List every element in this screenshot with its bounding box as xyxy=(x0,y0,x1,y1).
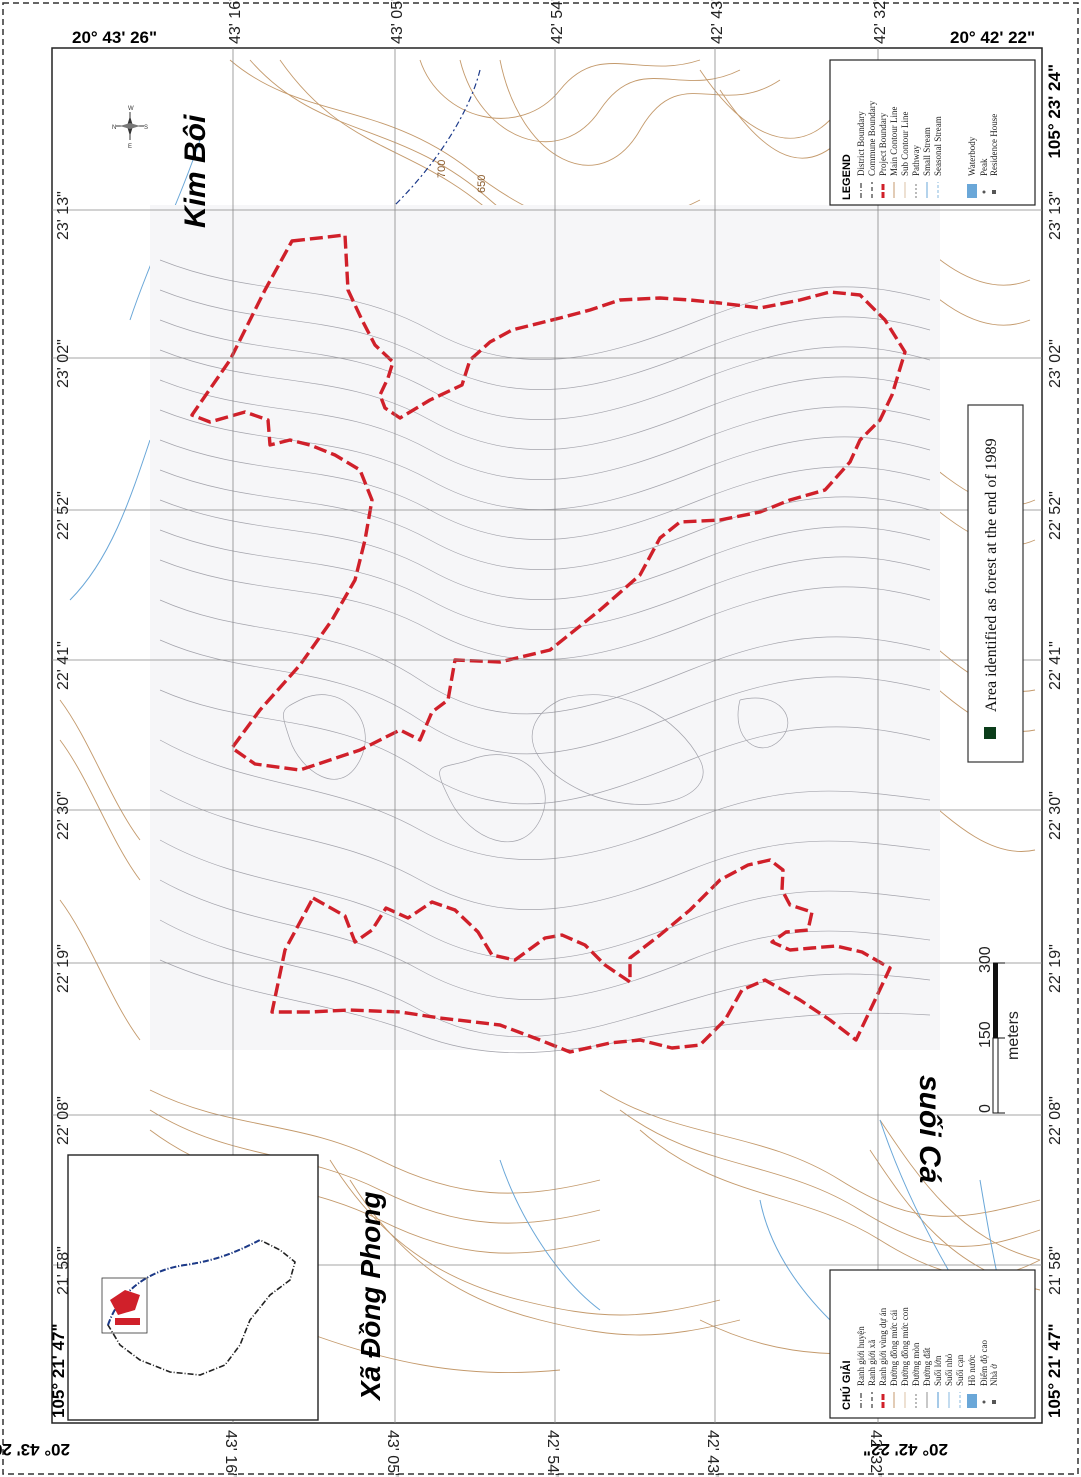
legend-vietnamese: CHÚ GIẢI Ranh giới huyện Ranh giới xã Ra… xyxy=(829,1269,1036,1419)
lon-tick-left: 23' 13" xyxy=(55,191,72,240)
svg-text:W: W xyxy=(128,106,134,112)
corner-lon-right-top: 105° 23' 24" xyxy=(1045,64,1064,159)
legend-swatches xyxy=(860,1392,996,1408)
legend-title: CHÚ GIẢI xyxy=(840,1361,853,1411)
forest-note-box: Area identified as forest at the end of … xyxy=(967,404,1024,763)
lon-tick-left: 22' 19" xyxy=(55,944,72,993)
contour-lines-project xyxy=(159,259,931,1054)
legend-item: Điểm độ cao xyxy=(979,1340,989,1386)
lon-tick-right: 22' 41" xyxy=(1047,641,1064,690)
corner-lat-bottom-right: 20° 42' 22" xyxy=(863,1440,948,1459)
lon-tick-right: 22' 08" xyxy=(1047,1096,1064,1145)
lon-tick-left: 22' 08" xyxy=(55,1096,72,1145)
forest-swatch xyxy=(984,727,996,739)
legend-item: Đường đồng mức cái xyxy=(889,1309,899,1386)
lon-tick-right: 22' 52" xyxy=(1047,491,1064,540)
lat-tick-top: 42' 32" xyxy=(872,0,889,44)
lat-tick-top: 42' 54" xyxy=(549,0,566,44)
legend-item: Nhà ở xyxy=(989,1364,999,1386)
legend-item: Main Contour Line xyxy=(889,107,899,177)
lon-tick-left: 23' 02" xyxy=(55,339,72,388)
legend-item: Suối cạn xyxy=(955,1354,965,1386)
forest-note-text: Area identified as forest at the end of … xyxy=(983,438,1000,712)
project-boundary-north xyxy=(190,233,907,772)
project-area-mask xyxy=(150,205,940,1050)
lat-tick-top: 43' 05" xyxy=(389,0,406,44)
contour-label-700: 700 xyxy=(436,160,448,178)
lat-ticks-top: 43' 16" 43' 05" 42' 54" 42' 43" 42' 32" xyxy=(227,0,889,44)
legend-item: Đường đất xyxy=(922,1347,932,1386)
legend-item: Waterbody xyxy=(967,136,977,176)
legend-item: Đường mòn xyxy=(911,1342,921,1386)
place-label-kim-boi: Kim Bôi xyxy=(179,114,212,228)
legend-item: Hồ nước xyxy=(967,1355,977,1386)
corner-lon-right-bottom: 105° 21' 47" xyxy=(1045,1323,1064,1418)
lat-tick-bottom: 43' 16" xyxy=(222,1430,239,1477)
lon-tick-left: 22' 30" xyxy=(55,791,72,840)
legend-item: Small Stream xyxy=(922,127,932,176)
place-label-xa-dong-phong: Xã Đồng Phong xyxy=(355,1192,386,1402)
svg-text:E: E xyxy=(128,144,132,150)
scale-tick: 0 xyxy=(977,1104,994,1113)
contour-label-650: 650 xyxy=(476,175,488,193)
legend-item: Suối lớn xyxy=(933,1355,943,1386)
inset-locator-map xyxy=(67,1154,319,1421)
lon-ticks-right: 23' 13" 23' 02" 22' 52" 22' 41" 22' 30" … xyxy=(1047,191,1064,1295)
legend-item: Ranh giới xã xyxy=(867,1340,877,1386)
legend-item: Ranh giới huyện xyxy=(856,1326,866,1386)
legend-item: District Boundary xyxy=(856,111,866,176)
scale-bar: 0 150 300 meters xyxy=(977,946,1022,1114)
corner-lat-top-left: 20° 43' 26" xyxy=(72,28,157,47)
corner-lat-bottom-left: 20° 43' 26" xyxy=(0,1440,70,1459)
corner-lon-left-bottom: 105° 21' 47" xyxy=(49,1323,68,1418)
legend-item: Sub Contour Line xyxy=(900,111,910,176)
lon-tick-right: 23' 02" xyxy=(1047,339,1064,388)
lon-tick-left: 22' 41" xyxy=(55,641,72,690)
svg-text:N: N xyxy=(112,125,116,131)
lat-tick-top: 42' 43" xyxy=(709,0,726,44)
project-boundary-south xyxy=(270,858,892,1054)
lat-tick-bottom: 42' 32" xyxy=(867,1430,884,1477)
legend-item: Ranh giới vùng dự án xyxy=(878,1307,888,1386)
legend-item: Project Boundary xyxy=(878,112,888,176)
legend-item: Residence House xyxy=(989,114,999,176)
lon-tick-right: 23' 13" xyxy=(1047,191,1064,240)
compass-rose-icon: N S W E xyxy=(112,106,148,150)
legend-title: LEGEND xyxy=(841,154,853,200)
legend-english: LEGEND District Boundary Commune Boundar… xyxy=(829,59,1036,206)
lon-tick-left: 22' 52" xyxy=(55,491,72,540)
legend-item: Commune Boundary xyxy=(867,100,877,176)
seasonal-stream xyxy=(394,69,481,206)
lat-tick-bottom: 42' 43" xyxy=(704,1430,721,1477)
place-label-suoi-ca: suối Cá xyxy=(913,1075,946,1183)
legend-item: Đường đồng mức con xyxy=(900,1307,910,1386)
lat-tick-top: 43' 16" xyxy=(227,0,244,44)
scale-tick: 150 xyxy=(977,1021,994,1048)
scale-unit: meters xyxy=(1005,1011,1022,1060)
svg-text:S: S xyxy=(144,125,148,131)
legend-item: Pathway xyxy=(911,145,921,176)
project-boundary xyxy=(190,233,907,1054)
lon-tick-right: 22' 19" xyxy=(1047,944,1064,993)
lat-tick-bottom: 43' 05" xyxy=(384,1430,401,1477)
lon-tick-right: 22' 30" xyxy=(1047,791,1064,840)
lon-ticks-left: 23' 13" 23' 02" 22' 52" 22' 41" 22' 30" … xyxy=(55,191,72,1295)
lat-ticks-bottom: 43' 16" 43' 05" 42' 54" 42' 43" 42' 32" xyxy=(222,1430,884,1477)
legend-item: Suối nhỏ xyxy=(944,1353,954,1386)
corner-lat-top-right: 20° 42' 22" xyxy=(950,28,1035,47)
legend-item: Seasonal Stream xyxy=(933,116,943,176)
scale-tick: 300 xyxy=(977,946,994,973)
legend-swatches xyxy=(860,182,996,198)
lat-tick-bottom: 42' 54" xyxy=(544,1430,561,1477)
lon-tick-right: 21' 58" xyxy=(1047,1246,1064,1295)
legend-item: Peak xyxy=(979,158,989,176)
